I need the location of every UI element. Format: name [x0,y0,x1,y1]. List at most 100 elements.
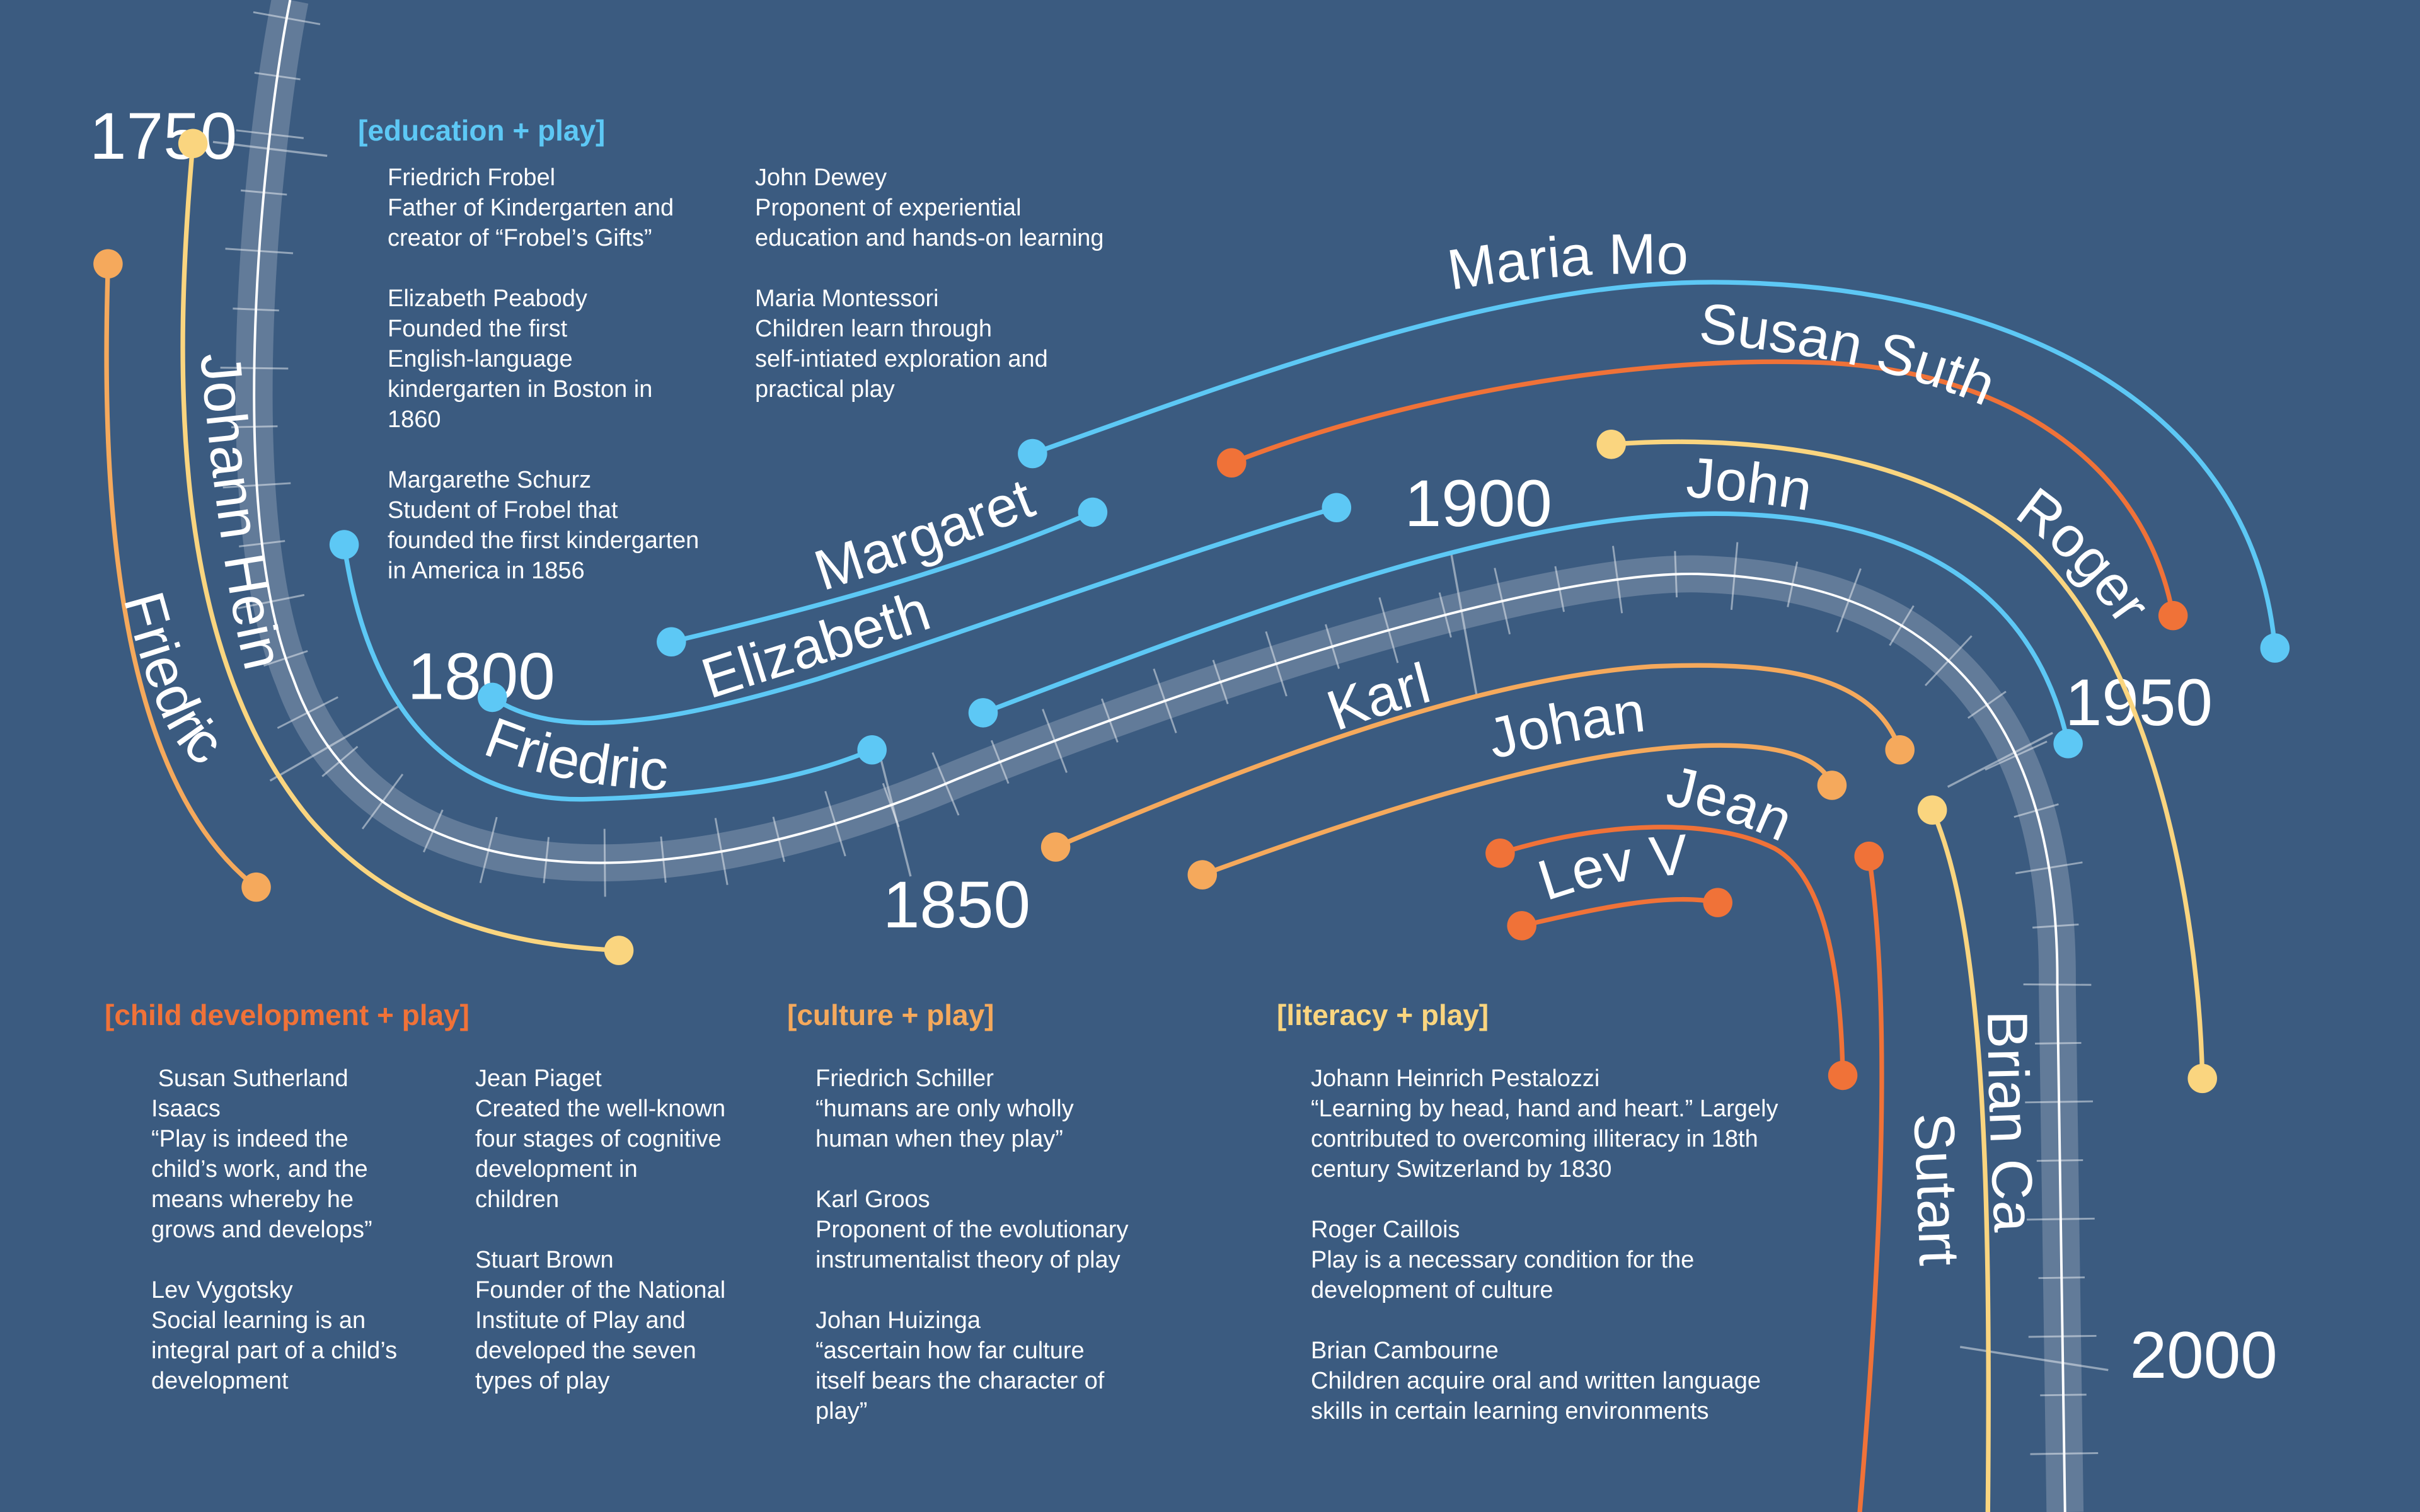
child-development-column-2: Jean Piaget Created the well-known four … [475,1063,778,1426]
timeline-ticks [220,11,2099,1455]
dot-peabody-end [1322,493,1352,522]
literacy-entry-caillois: Roger Caillois Play is a necessary condi… [1311,1215,1878,1305]
timeline-tick [1554,566,1565,612]
entry-desc: Proponent of experiential education and … [755,195,1104,251]
curve-caillois [1609,439,2205,1081]
entry-desc: Founder of the National Institute of Pla… [475,1277,726,1394]
timeline-tick [1889,605,1915,646]
entry-desc: Children acquire oral and written langua… [1311,1368,1761,1424]
curve-cambourne [1930,808,1991,1512]
timeline-tick [2032,923,2079,929]
entry-name: Johan Huizinga [815,1307,981,1334]
year-1900: 1900 [1405,467,1552,541]
literacy-entry-cambourne: Brian Cambourne Children acquire oral an… [1311,1336,1878,1426]
dot-vygotsky-end [1703,888,1732,917]
entry-name: Johann Heinrich Pestalozzi [1311,1065,1600,1092]
entry-desc: Founded the first English-language kinde… [388,316,653,433]
curve-friedrich-schiller [104,261,259,890]
timeline-tick [882,782,900,827]
timeline-tick [2028,1334,2097,1338]
curve-dewey [981,511,2071,747]
curve-brown [1857,854,1884,1512]
timeline-tick [1787,561,1799,607]
timeline-tick [1836,568,1862,633]
year-2000: 2000 [2130,1319,2278,1392]
curve-pestalozzi [180,141,621,953]
curve-piaget [1497,825,1845,1078]
education-column-1: Friedrich Frobel Father of Kindergarten … [388,163,740,616]
year-line-1950 [1947,731,2053,788]
timeline-tick [1438,592,1452,638]
timeline-tick [1985,740,2048,771]
timeline-tick [231,425,278,428]
entry-name: John Dewey [755,164,887,191]
timeline-tick [714,818,729,885]
dot-piaget-start [1485,839,1515,868]
curve-schurz [669,510,1095,644]
culture-entry-schiller: Friedrich Schiller “humans are only whol… [815,1063,1194,1154]
year-line-2000 [1959,1346,2109,1372]
entry-name: Brian Cambourne [1311,1337,1499,1364]
year-line-1750 [212,140,328,158]
year-line-1800 [269,706,399,782]
timeline-tick [321,745,359,777]
heading-culture: [culture + play] [787,999,994,1031]
year-line-1900 [1449,550,1478,698]
timeline-tick [222,482,291,489]
entry-name: Friedrich Schiller [815,1065,994,1092]
culture-entry-groos: Karl Groos Proponent of the evolutionary… [815,1184,1194,1275]
child-development-entry-isaacs: Susan Sutherland Isaacs “Play is indeed … [151,1063,454,1245]
timeline-tick [239,540,285,547]
timeline-tick [233,307,279,312]
dot-dewey-end [2053,729,2083,759]
entry-name: Susan Sutherland Isaacs [151,1065,349,1122]
dot-groos-end [1885,735,1915,765]
timeline-tick [824,791,846,857]
timeline-tick [2027,1217,2095,1221]
timeline-tick [660,836,667,883]
dot-peabody-start [477,682,507,713]
year-1850: 1850 [883,868,1030,942]
heading-education: [education + play] [358,114,606,147]
education-entry-schurz: Margarethe Schurz Student of Frobel that… [388,465,740,586]
year-line-1850 [880,760,912,877]
curve-frobel [342,542,875,802]
timeline-tick [277,696,338,730]
entry-desc: Play is a necessary condition for the de… [1311,1247,1695,1303]
timeline-tick [2036,1159,2083,1162]
year-1750: 1750 [89,100,237,173]
timeline-tick [220,367,289,370]
timeline-tick [1153,668,1177,733]
timeline-tick [253,11,321,25]
entry-name: Karl Groos [815,1186,930,1213]
timeline-tick [479,816,498,883]
literacy-column: Johann Heinrich Pestalozzi “Learning by … [1311,1063,1878,1457]
dot-schiller-end [241,872,271,902]
timeline-tick [543,837,550,883]
timeline-tick [225,248,294,255]
heading-child-development: [child development + play] [105,999,470,1031]
timeline-tick [1730,542,1739,610]
timeline-tick [361,773,404,830]
curve-vygotsky [1519,896,1720,929]
entry-desc: Social learning is an integral part of a… [151,1307,398,1394]
entry-desc: Father of Kindergarten and creator of “F… [388,195,674,251]
entry-desc: “ascertain how far culture itself bears … [815,1337,1105,1424]
education-entry-dewey: John Dewey Proponent of experiential edu… [755,163,1158,253]
entry-desc: “Play is indeed the child’s work, and th… [151,1126,372,1243]
timeline-tick [422,809,444,853]
timeline-tick [254,72,301,81]
timeline-tick [237,593,305,609]
culture-column: Friedrich Schiller “humans are only whol… [815,1063,1194,1457]
dot-montessori-end [2260,633,2290,663]
timeline-tick [1100,698,1119,743]
dot-isaacs-start [1217,448,1247,478]
timeline-tick [2014,803,2059,818]
entry-name: Friedrich Frobel [388,164,556,191]
timeline-tick [240,189,287,196]
entry-name: Margarethe Schurz [388,467,592,493]
dot-vygotsky-start [1507,911,1536,941]
entry-name: Roger Caillois [1311,1217,1460,1243]
dot-pestalozzi-start [178,129,208,159]
